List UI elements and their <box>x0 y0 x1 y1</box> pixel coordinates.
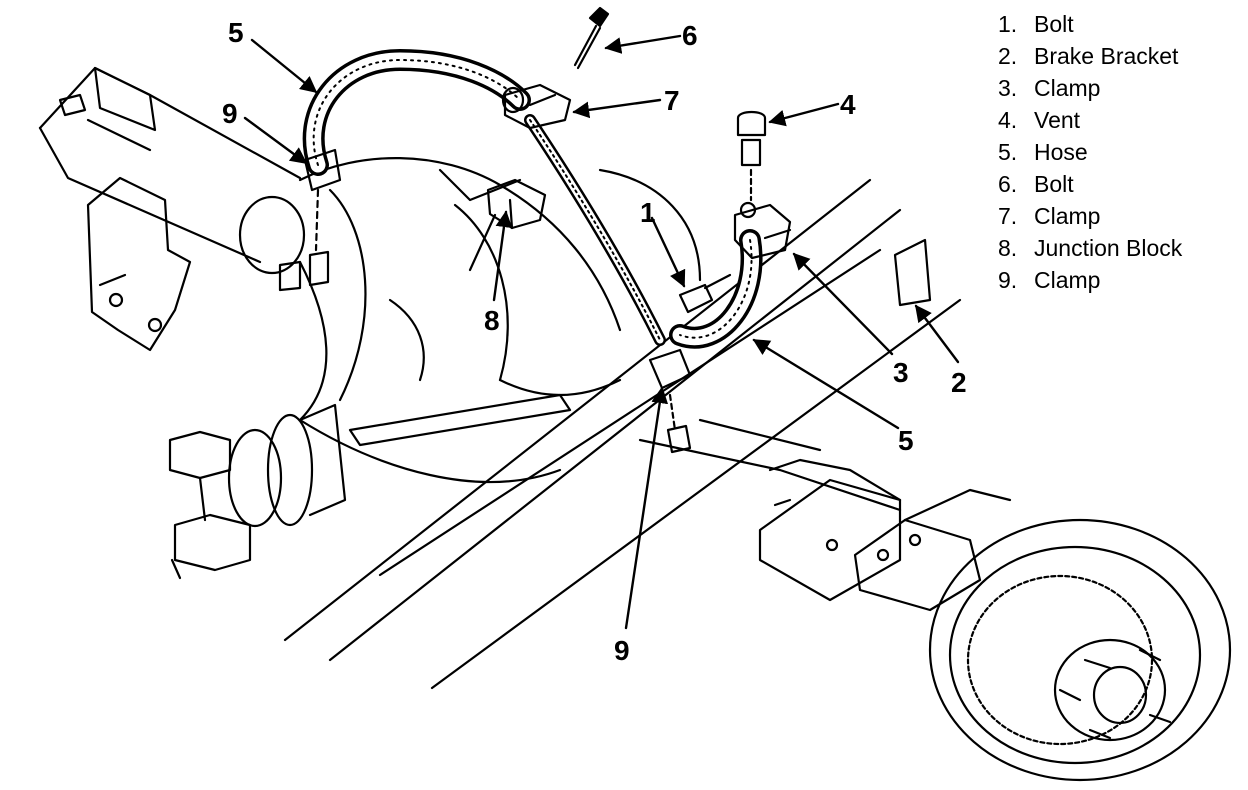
legend-item: 2. Brake Bracket <box>998 40 1182 72</box>
left-axle-tube <box>38 66 306 352</box>
legend-number: 8. <box>998 235 1018 261</box>
legend-label: Clamp <box>1034 267 1101 293</box>
legend-item: 4. Vent <box>998 104 1182 136</box>
callout-clamp-left: 9 <box>222 98 238 129</box>
legend-number: 9. <box>998 267 1018 293</box>
legend-label: Brake Bracket <box>1034 43 1179 69</box>
legend-number: 5. <box>998 139 1018 165</box>
hardware <box>303 6 932 454</box>
parts-legend: 1. Bolt 2. Brake Bracket 3. Clamp 4. Vent 5.… <box>998 8 1182 296</box>
legend-item: 1. Bolt <box>998 8 1182 40</box>
legend-item: 8. Junction Block <box>998 232 1182 264</box>
frame-rail <box>283 178 962 690</box>
callout-clamp-right: 3 <box>893 357 909 388</box>
legend-label: Hose <box>1034 139 1088 165</box>
right-axle-tube <box>638 418 1012 612</box>
callout-bolt-top: 6 <box>682 20 698 51</box>
brake-hose-right <box>669 229 763 349</box>
legend-number: 6. <box>998 171 1018 197</box>
legend-item: 7. Clamp <box>998 200 1182 232</box>
pinion-yoke <box>168 403 347 580</box>
legend-number: 4. <box>998 107 1018 133</box>
legend-number: 3. <box>998 75 1018 101</box>
legend-label: Vent <box>1034 107 1081 133</box>
callout-hose-top: 5 <box>228 17 244 48</box>
legend-label: Bolt <box>1034 171 1074 197</box>
legend-number: 7. <box>998 203 1018 229</box>
legend-item: 9. Clamp <box>998 264 1182 296</box>
legend-number: 2. <box>998 43 1018 69</box>
callout-hose-right: 5 <box>898 425 914 456</box>
brake-line <box>524 114 666 346</box>
callout-bolt-mid: 1 <box>640 197 656 228</box>
legend-number: 1. <box>998 11 1018 37</box>
callout-clamp-top: 7 <box>664 85 680 116</box>
legend-label: Clamp <box>1034 203 1101 229</box>
callout-numbers: 5 6 7 4 9 1 8 3 2 5 9 <box>222 17 967 666</box>
callout-brake-bracket: 2 <box>951 367 967 398</box>
callout-leaders <box>243 34 960 630</box>
brake-drum <box>928 518 1232 782</box>
legend-label: Clamp <box>1034 75 1101 101</box>
callout-vent: 4 <box>840 89 856 120</box>
legend-item: 3. Clamp <box>998 72 1182 104</box>
legend-label: Junction Block <box>1034 235 1183 261</box>
brake-hose-left <box>302 49 531 176</box>
callout-clamp-bottom: 9 <box>614 635 630 666</box>
callout-junction-block: 8 <box>484 305 500 336</box>
legend-label: Bolt <box>1034 11 1074 37</box>
legend-item: 5. Hose <box>998 136 1182 168</box>
legend-item: 6. Bolt <box>998 168 1182 200</box>
